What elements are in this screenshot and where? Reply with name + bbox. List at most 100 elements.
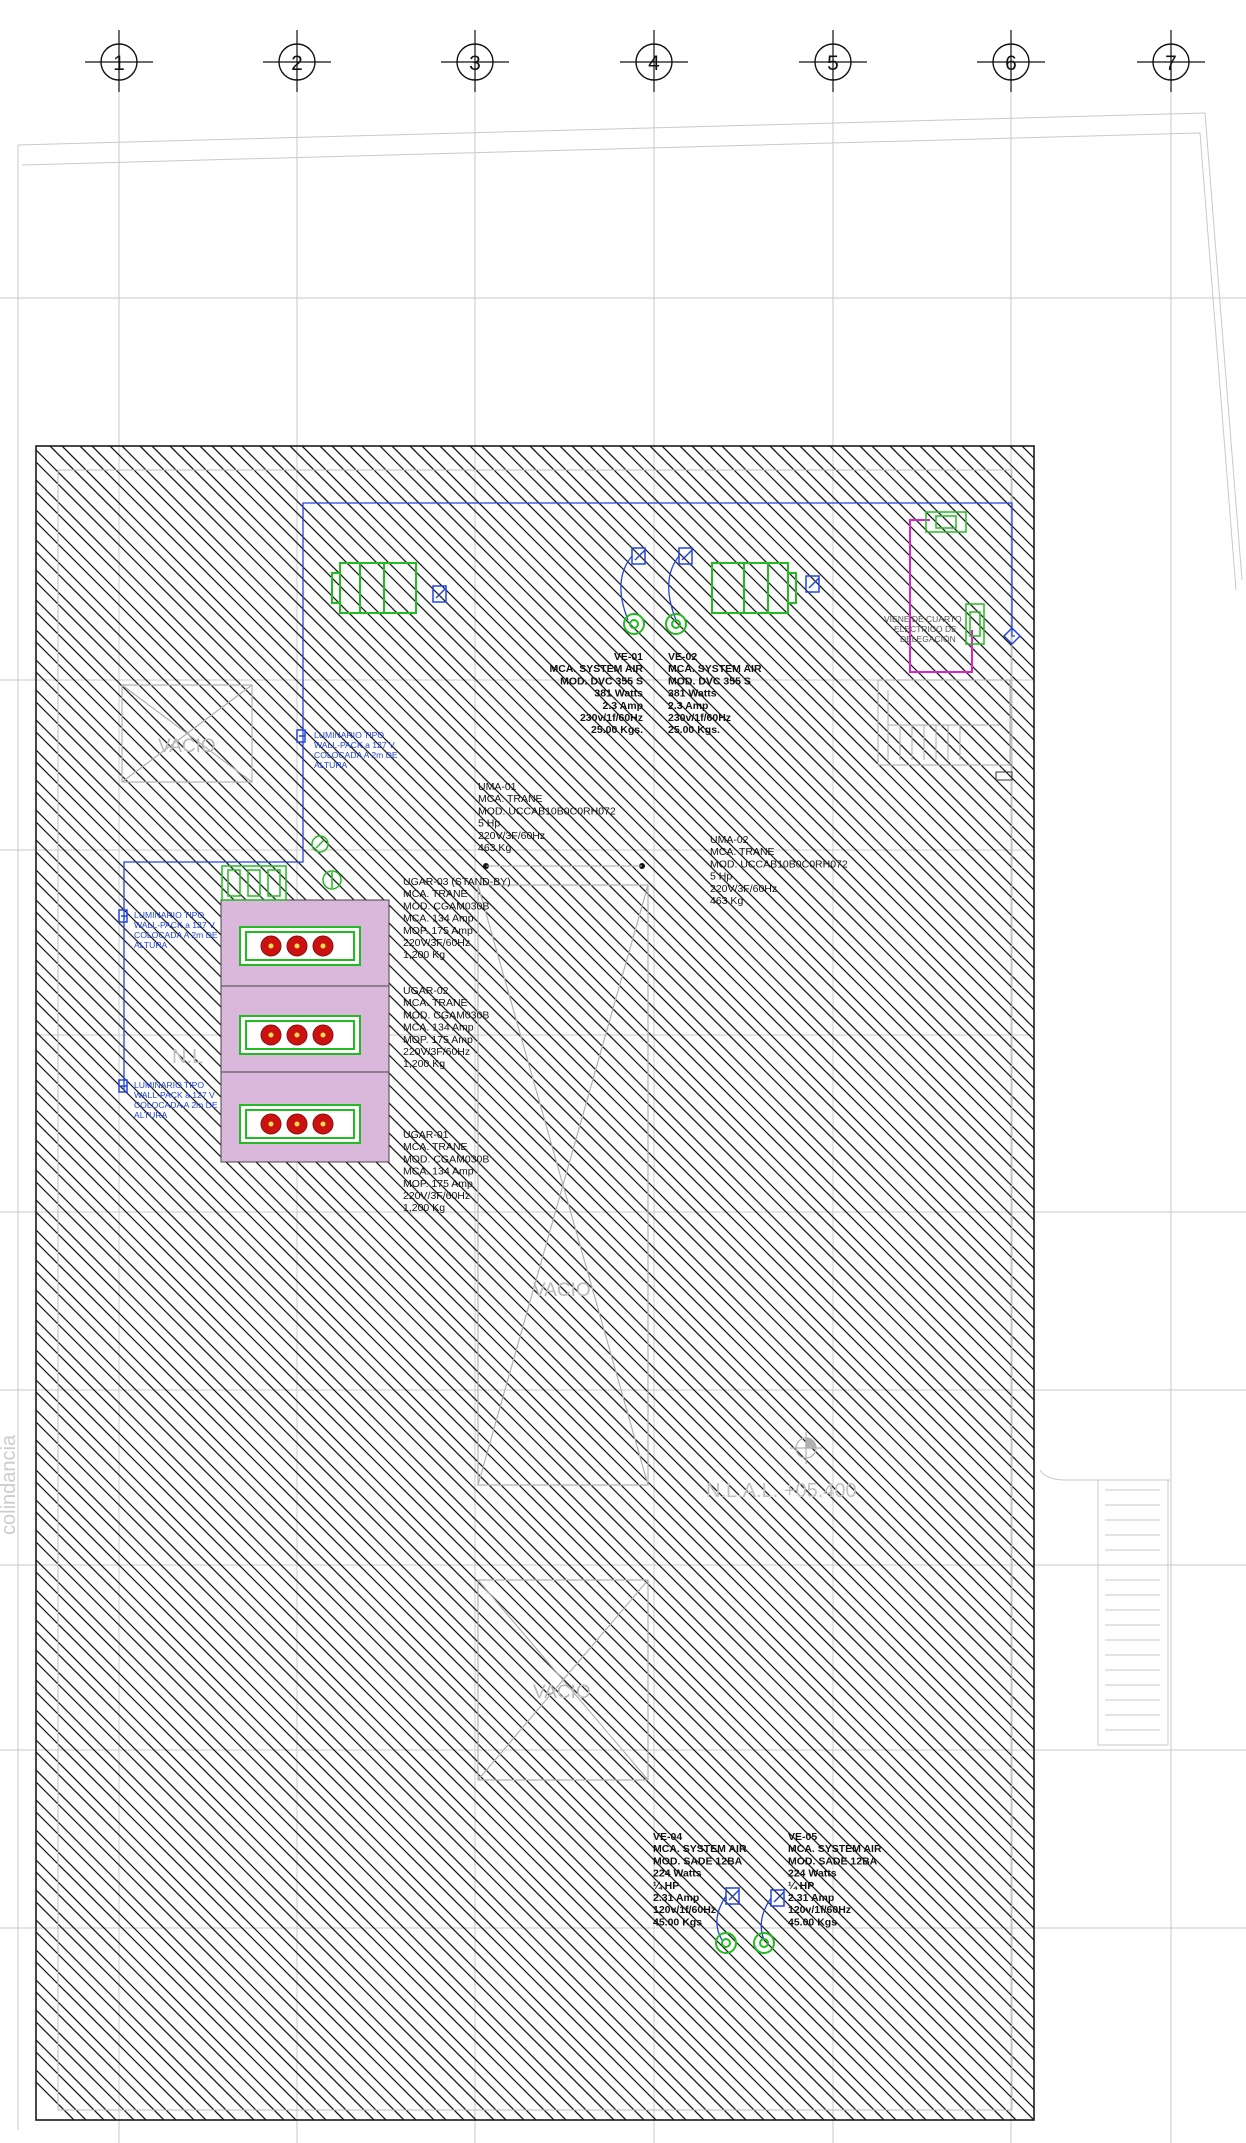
hatch-line bbox=[36, 929, 1034, 1929]
label-line: MCA. 134 Amp bbox=[403, 1166, 474, 1178]
void-center bbox=[477, 884, 649, 1486]
hatch-line bbox=[36, 899, 1034, 1899]
hatch-line bbox=[199, 446, 1034, 1281]
hatch-line bbox=[601, 446, 1034, 879]
hatch-line bbox=[229, 446, 1034, 1251]
hatch-line bbox=[36, 1181, 975, 2120]
hatch-line bbox=[529, 446, 1034, 951]
label-line: 5 Hp bbox=[478, 818, 500, 830]
hatch-line bbox=[36, 1691, 465, 2120]
hatch-line bbox=[36, 761, 1034, 1761]
hatch-line bbox=[511, 446, 1034, 969]
hatch-line bbox=[36, 881, 1034, 1881]
hatch-line bbox=[36, 1001, 1034, 2001]
hatch-line bbox=[901, 446, 1034, 579]
hatch-line bbox=[36, 1679, 477, 2120]
pump-icon bbox=[311, 835, 342, 890]
label-line: UMA-02 bbox=[710, 834, 749, 846]
hatch-line bbox=[36, 1481, 675, 2120]
hatch-line bbox=[36, 1769, 387, 2120]
label-line: COLOCADA A 2m DE bbox=[134, 930, 218, 940]
axis-label-2: 2 bbox=[291, 52, 303, 75]
axis-bubble-3: 3 bbox=[441, 30, 509, 92]
hatch-line bbox=[121, 446, 1034, 1359]
air-handling-unit-uma01 bbox=[331, 562, 417, 614]
label-line: WALL-PACK a 127 V bbox=[134, 920, 215, 930]
hatch-line bbox=[36, 971, 1034, 1971]
hatch-line bbox=[36, 809, 1034, 1809]
hatch-line bbox=[36, 1799, 357, 2120]
label-line: ¼ HP bbox=[653, 1880, 679, 1892]
stair bbox=[877, 679, 1013, 781]
hatch-line bbox=[36, 749, 1034, 1749]
side-boundary-label: colindancia bbox=[0, 1434, 20, 1535]
label-line: WALL-PACK a 127 V bbox=[134, 1090, 215, 1100]
hatch-line bbox=[36, 1139, 1017, 2120]
hatch-line bbox=[36, 1049, 1034, 2049]
void-top-left bbox=[121, 684, 253, 783]
hatch-line bbox=[36, 1739, 417, 2120]
hatch-line bbox=[1052, 446, 1246, 2120]
hatch-line bbox=[36, 791, 1034, 1791]
hatch-line bbox=[169, 446, 1034, 1311]
hatch-line bbox=[499, 446, 1034, 981]
hatch-line bbox=[36, 1661, 495, 2120]
hatch-line bbox=[36, 689, 1034, 1689]
hatch-line bbox=[36, 671, 1034, 1671]
label-line: ¼ HP bbox=[788, 1880, 814, 1892]
label-line: LUMINARIO TIPO bbox=[134, 1080, 204, 1090]
hatch-line bbox=[751, 446, 1034, 729]
hatch-line bbox=[91, 446, 1034, 1389]
hatch-line bbox=[36, 1901, 255, 2120]
hatch-line bbox=[36, 1721, 435, 2120]
label-line: ALTURA bbox=[134, 1110, 168, 1120]
void-label-1: VACIO bbox=[158, 736, 216, 757]
label-line: MOD. UCCAB10B0C0RH072 bbox=[710, 858, 848, 870]
hatch-line bbox=[289, 446, 1034, 1191]
hatch-line bbox=[451, 446, 1034, 1029]
axis-label-7: 7 bbox=[1165, 52, 1177, 75]
label-line: 25.00 Kgs. bbox=[591, 724, 643, 736]
hatch-line bbox=[1082, 446, 1246, 2120]
hatch-line bbox=[36, 1451, 705, 2120]
label-line: 220V/3F/60Hz bbox=[478, 830, 545, 842]
hatch-line bbox=[36, 539, 1034, 1539]
axis-bubble-2: 2 bbox=[263, 30, 331, 92]
hatch-line bbox=[559, 446, 1034, 921]
level-label: N.L.A.L. +05.400 bbox=[706, 1480, 857, 1502]
hatch-line bbox=[36, 869, 1034, 1869]
hatch-line bbox=[811, 446, 1034, 669]
label-line: MCA. 134 Amp bbox=[403, 913, 474, 925]
hatch-line bbox=[949, 446, 1034, 531]
hatch-line bbox=[36, 461, 1034, 1461]
hatch-line bbox=[36, 1421, 735, 2120]
hatch-line bbox=[36, 509, 1034, 1509]
label-line: WALL-PACK a 127 V bbox=[314, 740, 395, 750]
hatch-line bbox=[36, 1589, 567, 2120]
cuarto-note-line2: ELECTRICO DE bbox=[894, 624, 957, 634]
hatch-line bbox=[36, 2021, 135, 2120]
hatch-line bbox=[391, 446, 1034, 1089]
hatch-line bbox=[379, 446, 1034, 1101]
label-line: 381 Watts bbox=[594, 688, 643, 700]
label-line: 2.3 Amp bbox=[668, 700, 708, 712]
hatch-line bbox=[409, 446, 1034, 1071]
hatch-line bbox=[1021, 446, 1034, 459]
label-line: 220V/3F/60Hz bbox=[710, 883, 777, 895]
label-line: UGAR-03 (STAND-BY) bbox=[403, 876, 511, 888]
label-line: COLOCADA A 2m DE bbox=[134, 1100, 218, 1110]
hatch-line bbox=[36, 641, 1034, 1641]
hatch-line bbox=[721, 446, 1034, 759]
hatch-line bbox=[241, 446, 1034, 1239]
label-line: 2.31 Amp bbox=[788, 1892, 834, 1904]
cuarto-note-line1: VIENE DE CUARTO bbox=[884, 614, 962, 624]
label-line: 220V/3F/60Hz bbox=[403, 1046, 470, 1058]
axis-bubble-4: 4 bbox=[620, 30, 688, 92]
label-line: MCA. SYSTEM AIR bbox=[668, 663, 762, 675]
